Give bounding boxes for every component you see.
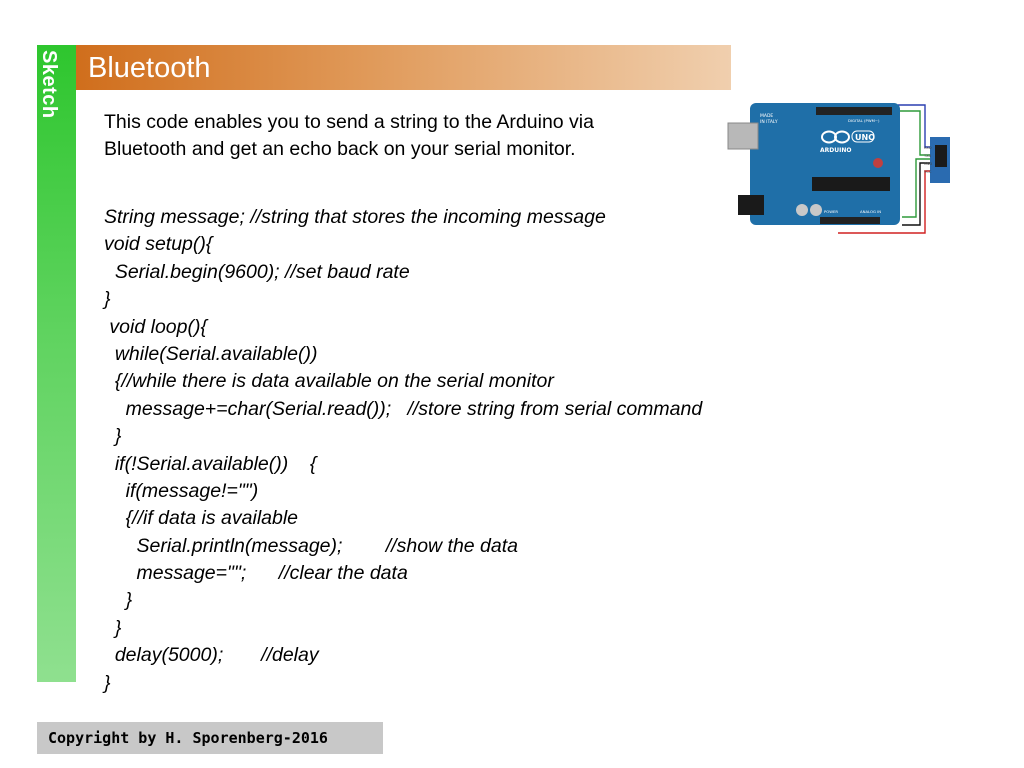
- capacitor: [810, 204, 822, 216]
- intro-line: Bluetooth and get an echo back on your s…: [104, 138, 576, 160]
- copyright-bar: Copyright by H. Sporenberg-2016: [37, 722, 383, 754]
- arduino-logo: [821, 130, 850, 144]
- wires: [838, 104, 930, 234]
- digital-header: [816, 107, 892, 115]
- arduino-bluetooth-wiring-diagram: MADE IN ITALY ARDUINO UNO DIGITAL (PWM~)…: [727, 103, 950, 234]
- board-text-italy: IN ITALY: [760, 119, 778, 125]
- module-pin-vcc: VCC: [924, 170, 932, 174]
- capacitor: [796, 204, 808, 216]
- board-text-analog: ANALOG IN: [860, 209, 881, 214]
- usb-connector: [727, 122, 759, 150]
- arduino-board: [750, 103, 900, 225]
- sidebar-label: Sketch: [38, 50, 60, 119]
- code-line: }: [104, 425, 122, 448]
- module-pin-txd: TXD: [923, 154, 932, 158]
- code-line: }: [104, 288, 111, 311]
- intro-line: This code enables you to send a string t…: [104, 111, 594, 133]
- code-line: void setup(){: [104, 233, 213, 256]
- board-text-digital: DIGITAL (PWM~): [848, 118, 880, 123]
- intro-paragraph: This code enables you to send a string t…: [104, 109, 704, 163]
- microcontroller-chip: [812, 177, 890, 191]
- code-line: }: [104, 671, 111, 694]
- uno-badge: [851, 130, 875, 143]
- module-pin-rxd: RXD: [924, 146, 932, 150]
- code-line: Serial.begin(9600); //set baud rate: [104, 260, 410, 283]
- board-text-made: MADE: [760, 113, 773, 119]
- bluetooth-chip: [935, 145, 947, 167]
- code-line: while(Serial.available()): [104, 342, 318, 365]
- board-text-uno: UNO: [855, 133, 875, 142]
- board-text-power: POWER: [824, 209, 838, 214]
- board-text-arduino: ARDUINO: [820, 147, 851, 154]
- code-line: {//while there is data available on the …: [104, 370, 554, 393]
- copyright-text: Copyright by H. Sporenberg-2016: [48, 729, 328, 747]
- title-bar: Bluetooth: [76, 45, 731, 90]
- page-title: Bluetooth: [88, 52, 211, 84]
- code-line: String message; //string that stores the…: [104, 206, 606, 228]
- code-line: message+=char(Serial.read()); //store st…: [104, 397, 703, 420]
- code-block: String message; //string that stores the…: [104, 204, 702, 697]
- code-line: if(!Serial.available()) {: [104, 452, 317, 475]
- code-line: {//if data is available: [104, 507, 299, 530]
- code-line: delay(5000); //delay: [104, 644, 319, 667]
- sidebar-strip: [37, 45, 76, 682]
- code-line: if(message!=""): [104, 479, 259, 502]
- code-line: }: [104, 616, 122, 639]
- code-line: message=""; //clear the data: [104, 562, 408, 585]
- code-line: }: [104, 589, 133, 612]
- code-line: Serial.println(message); //show the data: [104, 534, 519, 557]
- power-jack: [738, 195, 764, 215]
- module-pin-gnd: GND: [924, 162, 932, 166]
- reset-button: [873, 158, 883, 168]
- code-line: void loop(){: [104, 315, 207, 338]
- analog-header: [820, 217, 880, 224]
